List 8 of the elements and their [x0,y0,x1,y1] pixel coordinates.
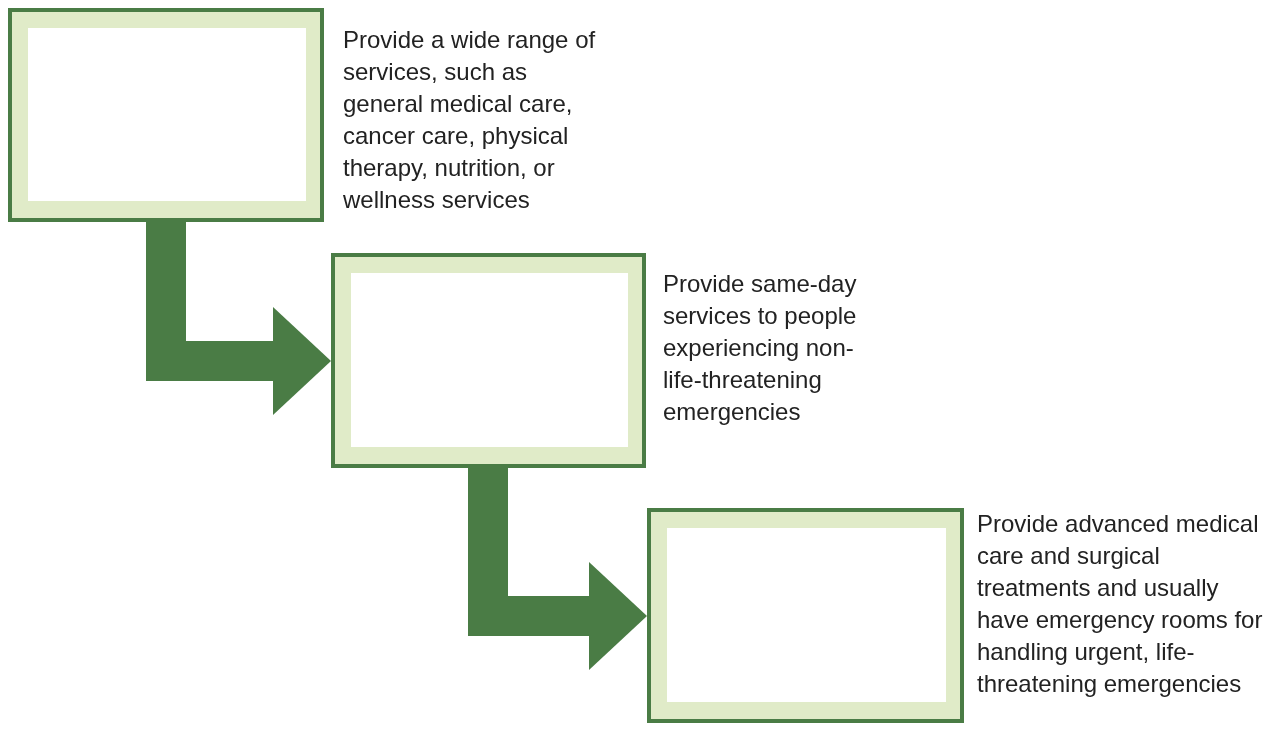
description-text: Provide a wide range of services, such as general medical care, cancer care, physical therapy, nutrition, or wellness services [343,25,597,215]
elbow-arrow [146,222,331,415]
description-text: Provide advanced medical care and surgical treatments and usually have emergency rooms for handling urgent, life-threatening emergencies [977,509,1264,699]
picture-frame [331,253,646,468]
description-text: Provide same-day services to people experiencing non-life-threatening emergencies [663,269,858,427]
picture-frame [8,8,324,222]
elbow-arrow [468,468,647,670]
picture-frame [647,508,964,723]
